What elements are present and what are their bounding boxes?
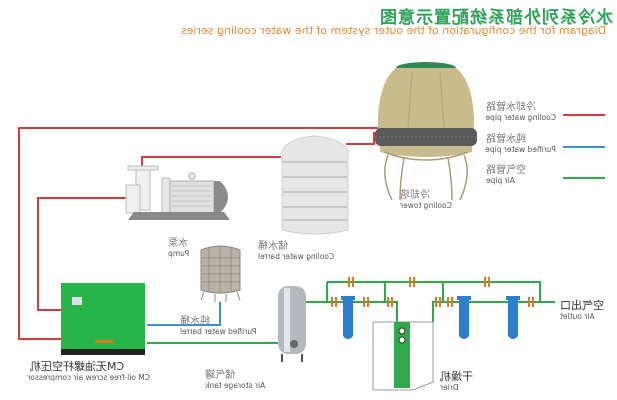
purified-water-barrel-chinese: 纯水桶	[180, 316, 210, 327]
legend-purified-chinese: 纯水管路	[486, 134, 526, 145]
valve[interactable]	[528, 297, 534, 307]
cooling-water-pipes	[18, 114, 605, 340]
compressor-english: CM oil-free screw air compressor	[27, 372, 150, 382]
purified-water-barrel-english: Purified water barrel	[180, 326, 257, 336]
pump-illustration	[125, 165, 230, 220]
drier-illustration	[372, 321, 434, 391]
legend-item-air: 空气管路 Air pipe	[486, 165, 556, 185]
filters	[341, 296, 520, 339]
air-outlet-chinese: 空气出口	[560, 299, 604, 312]
label-purified-water-barrel: 纯水桶 Purified water barrel	[180, 316, 258, 336]
filter-right	[506, 296, 520, 339]
valve[interactable]	[435, 297, 441, 307]
pipe-pump-to-compressor	[37, 197, 128, 311]
valve[interactable]	[331, 297, 337, 307]
cooling-tower-chinese: 冷却塔	[400, 190, 430, 201]
valve[interactable]	[447, 297, 453, 307]
title-english: Diagram for the configuration of the out…	[180, 24, 607, 37]
label-air-outlet: 空气出口 Air outlet	[560, 299, 610, 321]
filter-left	[341, 296, 355, 339]
legend-item-cooling: 冷却水管路 Cooling water pipe	[486, 102, 556, 122]
label-cooling-tower: 冷却塔 Cooling tower	[400, 190, 460, 210]
pump-english: Pump	[168, 248, 190, 258]
cooling-water-barrel-chinese: 储水桶	[258, 241, 288, 252]
pipe-barrel-to-pump	[141, 156, 281, 167]
valve[interactable]	[348, 277, 354, 287]
pipe-purified-to-compressor	[147, 302, 221, 326]
label-pump: 水泵 Pump	[168, 238, 198, 258]
valve[interactable]	[363, 297, 369, 307]
legend-item-purified: 纯水管路 Purified water pipe	[485, 134, 556, 154]
valve[interactable]	[387, 297, 393, 307]
drier-english: Drier	[440, 382, 459, 392]
air-storage-tank-english: Air storage tank	[205, 380, 266, 390]
valve[interactable]	[484, 277, 490, 287]
purified-water-pipes	[147, 146, 605, 326]
compressor-illustration	[61, 283, 145, 355]
air-storage-tank-illustration	[278, 286, 306, 362]
cooling-water-barrel-illustration	[281, 135, 349, 235]
valve[interactable]	[409, 277, 415, 287]
compressor-chinese: CM无油螺杆空压机	[30, 360, 125, 373]
drier-chinese: 干燥机	[440, 370, 473, 383]
legend-air-english: Air pipe	[486, 175, 515, 185]
label-compressor: CM无油螺杆空压机 CM oil-free screw air compress…	[27, 360, 150, 382]
pipe-tower-to-compressor	[18, 127, 395, 340]
filter-mid	[457, 296, 471, 339]
label-cooling-water-barrel: 储水桶 Cooling water barrel	[258, 241, 338, 261]
pipe-to-drier	[393, 301, 398, 322]
label-air-storage-tank: 储气罐 Air storage tank	[205, 370, 267, 390]
pipe-bypass-top	[327, 281, 541, 302]
legend-cooling-chinese: 冷却水管路	[486, 102, 536, 113]
cooling-tower-english: Cooling tower	[400, 200, 452, 210]
legend-purified-english: Purified water pipe	[485, 144, 556, 154]
cooling-water-barrel-english: Cooling water barrel	[258, 251, 335, 261]
purified-water-barrel-illustration	[200, 245, 241, 302]
pump-chinese: 水泵	[168, 238, 188, 249]
legend-cooling-english: Cooling water pipe	[485, 112, 556, 122]
label-drier: 干燥机 Drier	[440, 370, 480, 392]
legend-air-chinese: 空气管路	[486, 165, 526, 176]
cooling-tower-illustration	[375, 62, 477, 201]
valves	[331, 277, 534, 307]
air-storage-tank-chinese: 储气罐	[205, 370, 235, 381]
air-outlet-english: Air outlet	[560, 311, 595, 321]
